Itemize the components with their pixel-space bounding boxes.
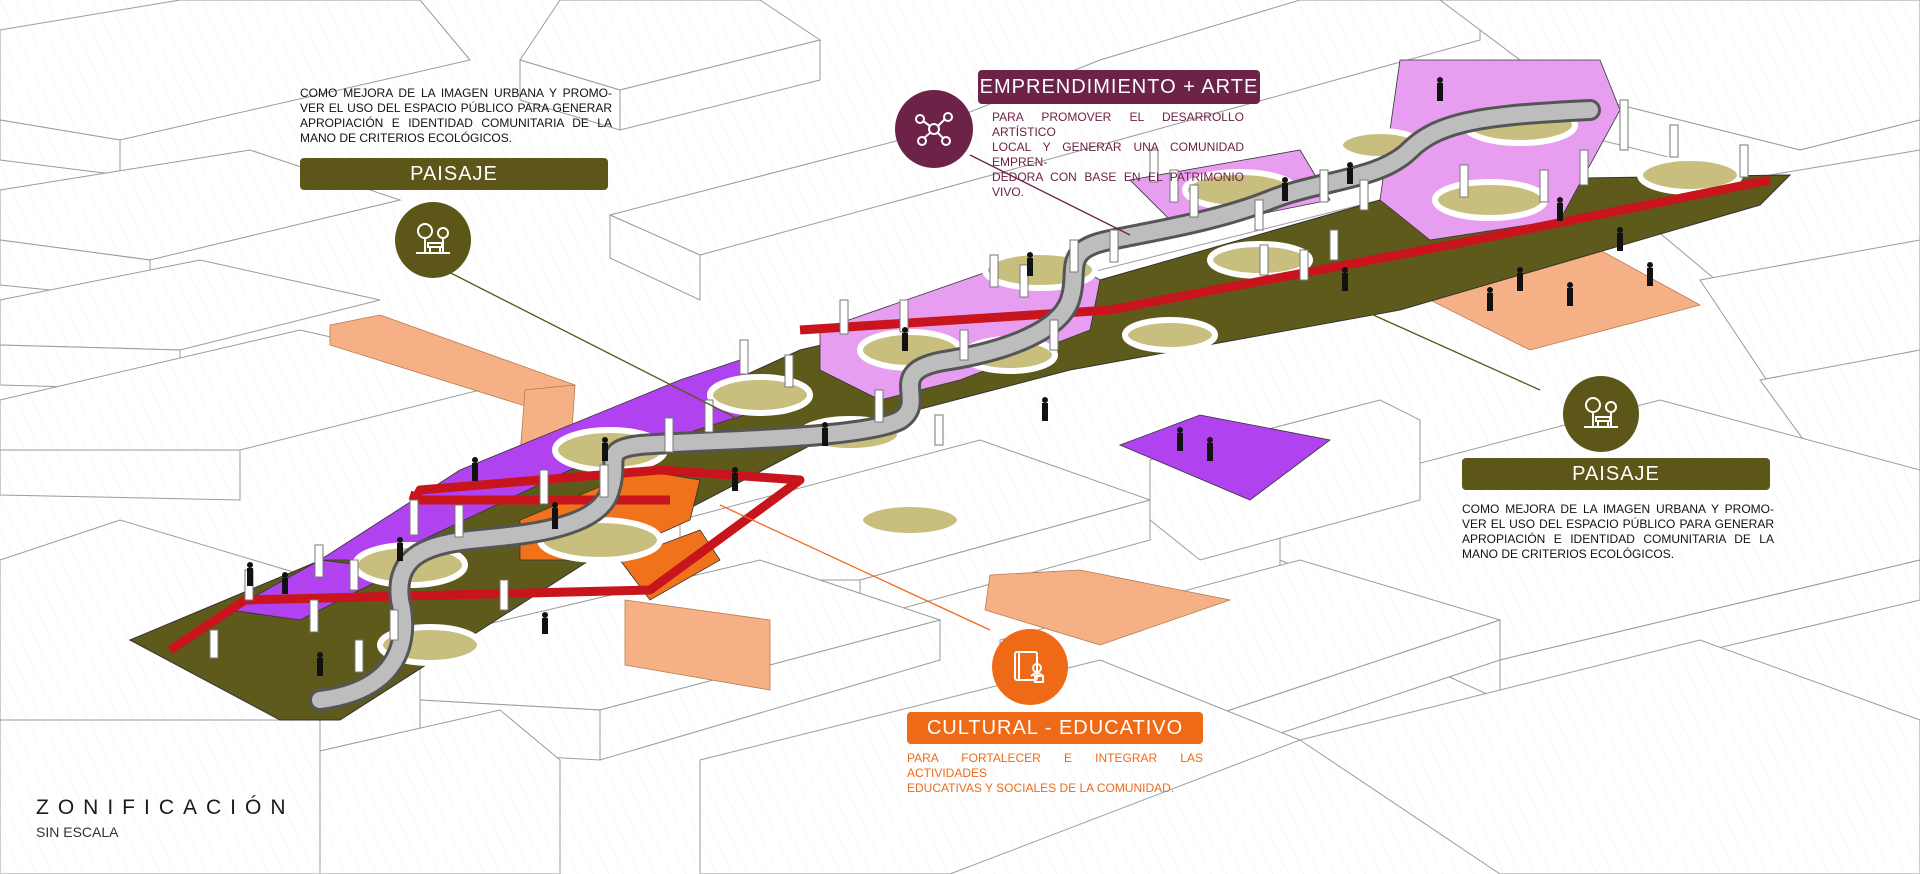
paisaje-right-description: COMO MEJORA DE LA IMAGEN URBANA Y PROMO-… <box>1462 502 1774 561</box>
paisaje-left-description: COMO MEJORA DE LA IMAGEN URBANA Y PROMO-… <box>300 86 612 145</box>
leader-lines <box>434 154 1541 631</box>
park-tree-bench-icon <box>416 223 450 254</box>
cultural-icon-circle <box>992 629 1068 705</box>
cultural-description: PARA FORTALECER E INTEGRAR LAS ACTIVIDAD… <box>907 751 1203 795</box>
cultural-label: CULTURAL - EDUCATIVO <box>907 712 1203 744</box>
book-person-icon <box>1014 651 1044 683</box>
title-block: ZONIFICACIÓN SIN ESCALA <box>36 796 295 840</box>
diagram-subtitle: SIN ESCALA <box>36 824 119 840</box>
paisaje-left-icon-circle <box>395 202 471 278</box>
red-pathway <box>167 175 1771 654</box>
people-silhouettes <box>247 77 1653 676</box>
elevated-walkway <box>309 99 1601 711</box>
paisaje-right-icon-circle <box>1563 376 1639 452</box>
emprendimiento-icon-circle <box>895 90 973 168</box>
park-tree-bench-icon <box>1584 397 1618 428</box>
paisaje-right-label: PAISAJE <box>1462 458 1770 490</box>
emprendimiento-label: EMPRENDIMIENTO + ARTE <box>978 70 1260 104</box>
emprendimiento-description: PARA PROMOVER EL DESARROLLO ARTÍSTICO LO… <box>992 110 1244 199</box>
paisaje-left-label: PAISAJE <box>300 158 608 190</box>
network-nodes-icon <box>915 112 953 146</box>
diagram-title: ZONIFICACIÓN <box>36 796 295 819</box>
